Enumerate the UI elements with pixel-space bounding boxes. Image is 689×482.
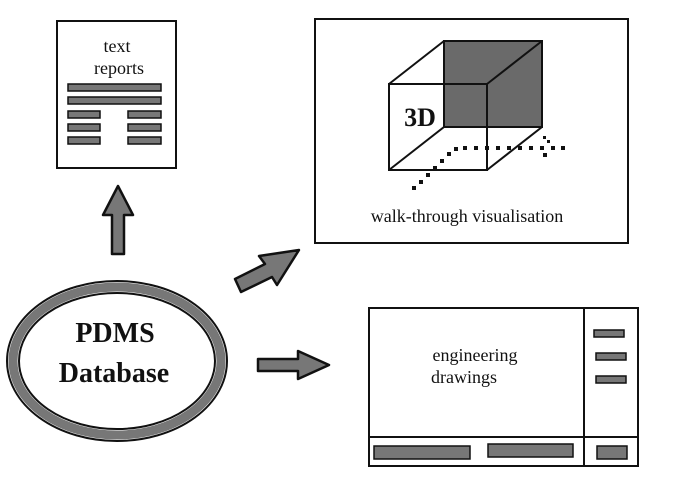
walk-through-path [412,136,565,190]
arrow-to-visualisation [233,248,301,294]
pdms-database: PDMS Database [6,280,228,442]
drawings-label-line2: drawings [431,367,497,387]
text-reports-lines [67,83,162,145]
engineering-drawing-sheet: engineering drawings [368,307,639,467]
visualisation-panel: 3D walk-through visualisation [314,18,629,244]
database-label-line2: Database [59,358,169,389]
drawing-frame [368,307,639,467]
text-reports-label-line2: reports [94,58,144,78]
drawings-label-line1: engineering [433,345,518,365]
cube-icon [388,40,543,171]
visualisation-3d-badge: 3D [404,103,436,132]
drawing-title-block-bars [373,329,628,460]
database-label-line1: PDMS [75,318,154,349]
arrow-to-text-reports [101,184,135,256]
arrow-to-drawings [256,349,331,381]
text-reports-document: text reports [56,20,177,169]
visualisation-caption: walk-through visualisation [371,206,563,226]
text-reports-label-line1: text [104,36,131,56]
